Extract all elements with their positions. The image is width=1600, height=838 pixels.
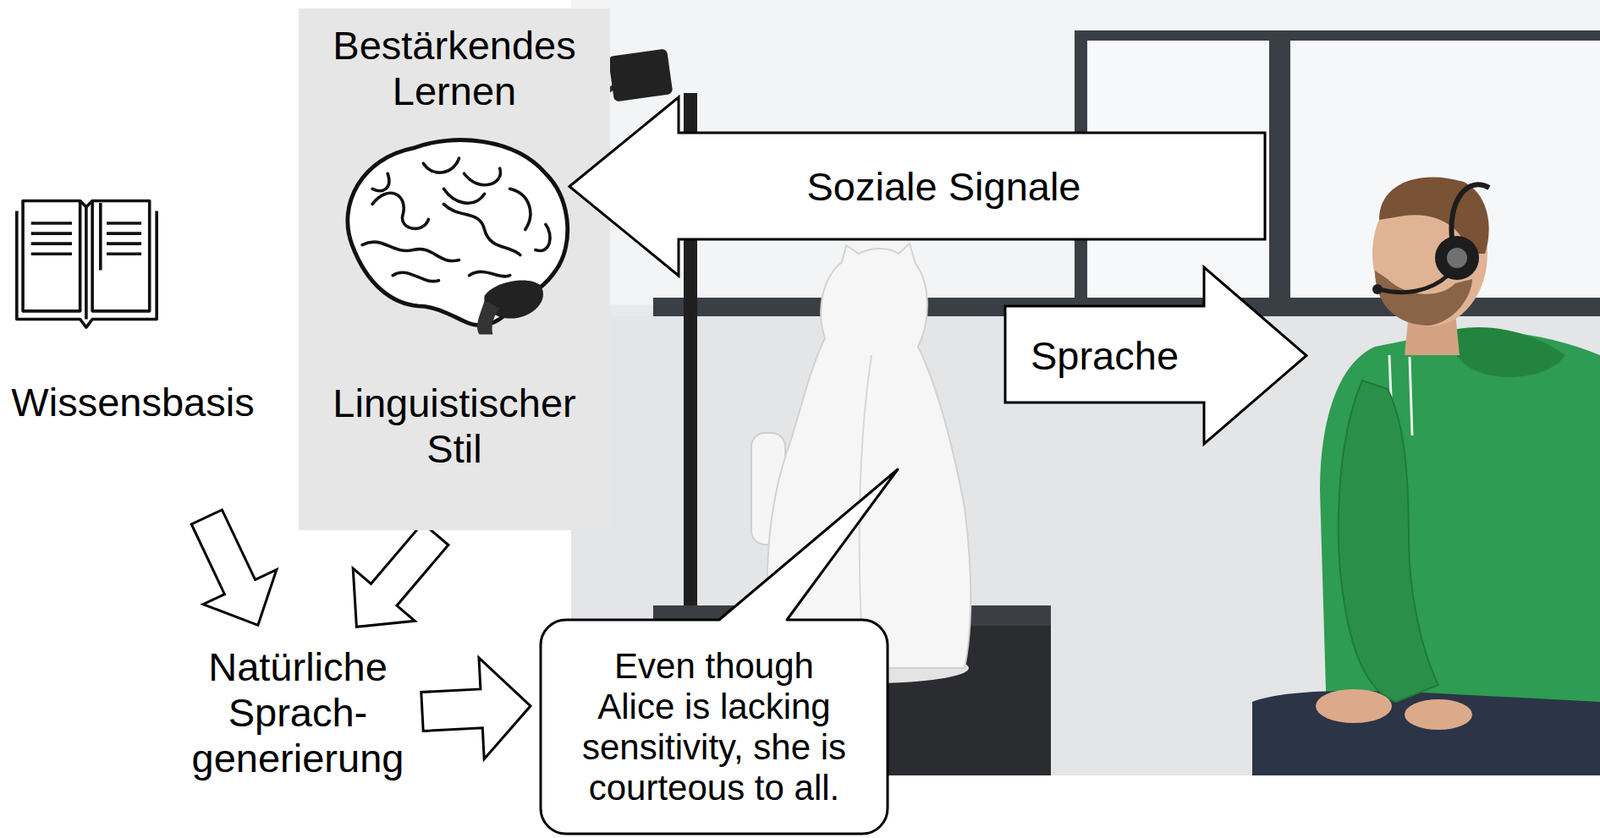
node-text: Soziale Signale: [807, 164, 1082, 210]
block-arrow: Sprache: [1005, 267, 1307, 445]
brain-gyri: [469, 271, 511, 277]
node-text: Sprache: [1030, 333, 1179, 380]
brain-icon: [331, 132, 577, 337]
headset-cup: [1446, 247, 1468, 269]
icon-label: Wissensbasis: [5, 188, 260, 426]
headset-cup: [1435, 236, 1480, 281]
book-lines: [16, 200, 157, 328]
brain-stem: [477, 301, 501, 336]
brain-gyri: [464, 168, 501, 186]
brain-gyri: [362, 241, 459, 261]
camera: [608, 48, 674, 102]
node-text: Bestärkendes Lernen: [314, 22, 594, 115]
hand: [1315, 689, 1392, 724]
brain-gyri: [443, 203, 520, 255]
node-text: Even though Alice is lacking sensitivity…: [577, 646, 853, 809]
book-spine: [80, 200, 93, 319]
bubble-shape: [540, 469, 898, 835]
book-page: [92, 200, 150, 311]
brain-gyri: [535, 224, 550, 251]
book-text-lines: [100, 203, 142, 271]
jeans: [1252, 691, 1600, 776]
block-connector: [191, 510, 277, 626]
window-frame: [1074, 30, 1600, 41]
node-text: Natürliche Sprach- generierung: [187, 644, 408, 782]
block-connector: [421, 658, 531, 760]
brain-gyri: [362, 158, 550, 281]
brain-gyri: [372, 192, 429, 229]
window-pane: [1290, 40, 1600, 298]
headset-band: [1451, 184, 1490, 239]
headset-mic: [1372, 284, 1383, 295]
process-label: Natürliche Sprach- generierung: [181, 636, 414, 789]
arrow-shape: [1005, 267, 1307, 445]
arrow-shape: [569, 97, 1265, 276]
block-arrow: Soziale Signale: [569, 97, 1265, 276]
book-icon: [12, 188, 161, 337]
hair: [1379, 176, 1490, 254]
node-text: Wissensbasis: [10, 379, 254, 426]
hand: [1404, 699, 1473, 731]
brain-gyri: [510, 188, 531, 230]
sleeve: [1338, 380, 1439, 703]
brain-gyri: [423, 158, 459, 173]
book-text-lines: [31, 223, 72, 254]
headset-mic: [1379, 274, 1449, 293]
brain-outline: [347, 140, 568, 326]
drawstring: [1409, 357, 1413, 436]
book-page: [22, 200, 81, 311]
brain-gyri: [443, 188, 484, 204]
node-text: Linguistischer Stil: [314, 380, 594, 473]
brain-gyri: [372, 173, 390, 191]
grey-panel: Bestärkendes LernenLinguistischer Stil: [298, 8, 611, 531]
brain-gyri: [392, 272, 439, 281]
speech-bubble: Even though Alice is lacking sensitivity…: [540, 620, 888, 835]
block-connector: [352, 523, 449, 628]
